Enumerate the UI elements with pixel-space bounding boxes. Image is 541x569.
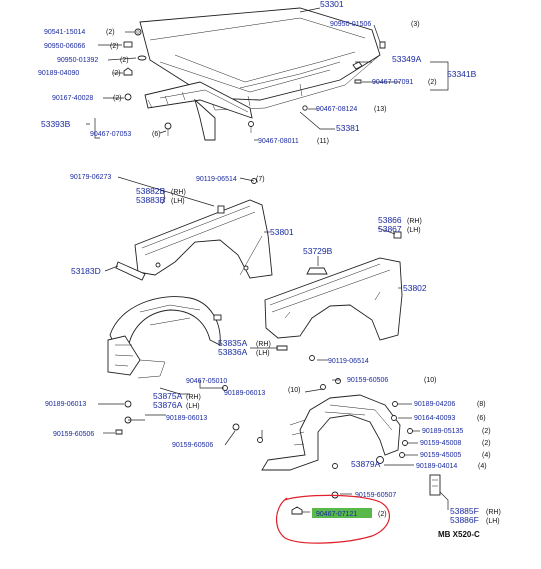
svg-text:(2): (2) — [112, 70, 121, 77]
svg-text:(RH): (RH) — [186, 394, 201, 401]
svg-text:(LH): (LH) — [256, 350, 270, 357]
label-90179-06273: 90179-06273 — [70, 174, 111, 181]
svg-text:(6): (6) — [477, 415, 486, 422]
label-53882B: 53882B — [136, 186, 166, 196]
label-90467-07053: 90467-07053 — [90, 131, 131, 138]
svg-text:(2): (2) — [428, 79, 437, 86]
svg-text:(2): (2) — [378, 511, 387, 518]
label-90159-60506-a: 90159-60506 — [53, 431, 94, 438]
svg-text:(LH): (LH) — [171, 198, 185, 205]
label-90950-01506: 90950-01506 — [330, 21, 371, 28]
svg-text:(11): (11) — [317, 138, 329, 145]
label-53867: 53867 — [378, 224, 402, 234]
label-53349A: 53349A — [392, 54, 422, 64]
svg-text:(4): (4) — [482, 452, 491, 459]
label-90467-08011: 90467-08011 — [258, 138, 299, 145]
label-90541-15014: 90541-15014 — [44, 29, 85, 36]
label-53183D: 53183D — [71, 266, 101, 276]
label-53301: 53301 — [320, 0, 344, 9]
label-90164-40093: 90164-40093 — [414, 415, 455, 422]
svg-text:(LH): (LH) — [486, 518, 500, 525]
hood-drawing — [139, 7, 381, 141]
label-53836A: 53836A — [218, 347, 248, 357]
leader-lines-lower — [98, 176, 449, 513]
svg-text:(7): (7) — [256, 176, 265, 183]
label-90159-45008: 90159-45008 — [420, 440, 461, 447]
label-53801: 53801 — [270, 227, 294, 237]
svg-text:(13): (13) — [374, 106, 386, 113]
label-53876A: 53876A — [153, 400, 183, 410]
label-53341B: 53341B — [447, 69, 477, 79]
label-90119-06514-b: 90119-06514 — [328, 358, 369, 365]
svg-text:(2): (2) — [113, 95, 122, 102]
part-labels: 53301 90541-15014 (2) 90950-06066 (2) 90… — [38, 0, 501, 539]
label-90467-07091: 90467-07091 — [372, 79, 413, 86]
right-liner-drawing — [261, 394, 441, 496]
label-53885F: 53885F — [450, 506, 479, 516]
label-53886F: 53886F — [450, 515, 479, 525]
label-90167-40028: 90167-40028 — [52, 95, 93, 102]
label-90189-06013-b: 90189-06013 — [45, 401, 86, 408]
svg-text:(2): (2) — [120, 57, 129, 64]
footer-code: MB X520-C — [438, 530, 480, 539]
label-90159-60506-c: 90159-60506 — [172, 442, 213, 449]
label-53879A: 53879A — [351, 459, 381, 469]
label-53875A: 53875A — [153, 391, 183, 401]
svg-text:(2): (2) — [110, 43, 119, 50]
highlight-box — [312, 508, 372, 518]
svg-text:(10): (10) — [424, 377, 436, 384]
label-90159-60507: 90159-60507 — [355, 492, 396, 499]
svg-text:(RH): (RH) — [256, 341, 271, 348]
label-90189-04206: 90189-04206 — [414, 401, 455, 408]
label-90467-05010: 90467-05010 — [186, 378, 227, 385]
fastener-icons-top — [123, 28, 386, 136]
label-90467-08124: 90467-08124 — [316, 106, 357, 113]
label-90119-06514-a: 90119-06514 — [196, 176, 237, 183]
label-90189-04014: 90189-04014 — [416, 463, 457, 470]
left-fender-drawing — [115, 199, 273, 281]
label-90950-01392: 90950-01392 — [57, 57, 98, 64]
label-53393B: 53393B — [41, 119, 71, 129]
left-liner-drawing — [107, 296, 222, 379]
label-90159-45005: 90159-45005 — [420, 452, 461, 459]
label-53883B: 53883B — [136, 195, 166, 205]
label-90159-60506-b: 90159-60506 — [347, 377, 388, 384]
svg-text:(LH): (LH) — [186, 403, 200, 410]
label-90189-06013-c: 90189-06013 — [166, 415, 207, 422]
svg-text:(3): (3) — [411, 21, 420, 28]
svg-text:(8): (8) — [477, 401, 486, 408]
svg-text:(RH): (RH) — [486, 509, 501, 516]
svg-text:(RH): (RH) — [171, 189, 186, 196]
label-53866: 53866 — [378, 215, 402, 225]
leader-lines-top — [86, 7, 449, 141]
svg-text:(2): (2) — [106, 29, 115, 36]
label-90189-05135: 90189-05135 — [422, 428, 463, 435]
right-fender-drawing — [264, 231, 403, 341]
svg-text:(LH): (LH) — [407, 227, 421, 234]
label-53381: 53381 — [336, 123, 360, 133]
label-90189-06013-a: 90189-06013 — [224, 390, 265, 397]
label-53802: 53802 — [403, 283, 427, 293]
svg-text:(2): (2) — [482, 440, 491, 447]
svg-text:(4): (4) — [478, 463, 487, 470]
label-53729B: 53729B — [303, 246, 333, 256]
label-90189-04090: 90189-04090 — [38, 70, 79, 77]
svg-text:(2): (2) — [482, 428, 491, 435]
label-53835A: 53835A — [218, 338, 248, 348]
svg-text:(6): (6) — [152, 131, 161, 138]
label-90950-06066: 90950-06066 — [44, 43, 85, 50]
svg-text:(10): (10) — [288, 387, 300, 394]
red-annotation-circle — [276, 494, 390, 544]
label-90467-07121: 90467-07121 — [316, 511, 357, 518]
svg-text:(RH): (RH) — [407, 218, 422, 225]
